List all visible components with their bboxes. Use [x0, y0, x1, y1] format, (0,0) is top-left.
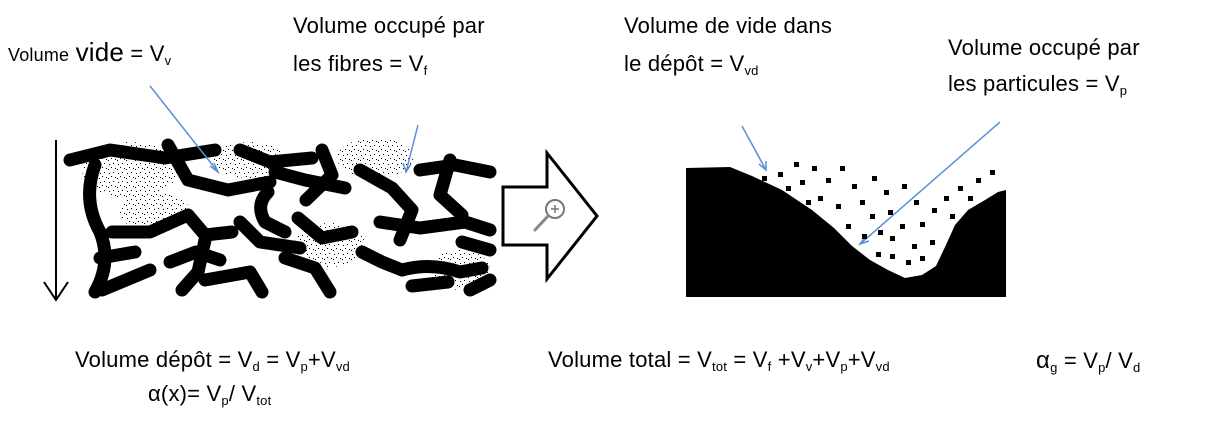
particle-dot	[870, 214, 875, 219]
particle-dot	[836, 204, 841, 209]
particle-dot	[762, 176, 767, 181]
particle-dot	[812, 166, 817, 171]
particle-dot	[890, 254, 895, 259]
particle-dot	[872, 176, 877, 181]
particle-dot	[990, 170, 995, 175]
particle-dot	[846, 224, 851, 229]
particle-volume-label: Volume occupé par les particules = Vp	[948, 36, 1140, 98]
particle-dot	[932, 208, 937, 213]
void-volume-label: Volume vide = Vv	[8, 38, 171, 68]
particle-dot	[800, 180, 805, 185]
particle-dot	[968, 196, 973, 201]
particle-dot	[852, 184, 857, 189]
particle-dot	[826, 178, 831, 183]
particle-dot	[912, 244, 917, 249]
total-volume-formula: Volume total = Vtot = Vf +Vv+Vp+Vvd	[548, 348, 890, 374]
alpha-x-formula: α(x)= Vp/ Vtot	[148, 382, 271, 408]
particle-dot	[806, 200, 811, 205]
particle-dot	[878, 230, 883, 235]
deposit-void-volume-label: Volume de vide dans le dépôt = Vvd	[624, 14, 832, 78]
particle-dot	[860, 200, 865, 205]
particle-dot	[862, 234, 867, 239]
particle-dot	[950, 214, 955, 219]
particle-dot	[888, 210, 893, 215]
zoomed-deposit	[686, 162, 1006, 297]
fibre-volume-label: Volume occupé par les fibres = Vf	[293, 14, 485, 78]
deposit-volume-formula: Volume dépôt = Vd = Vp+Vvd	[75, 348, 350, 374]
particle-dot	[876, 252, 881, 257]
particle-dot	[976, 178, 981, 183]
particle-dot	[958, 186, 963, 191]
particle-dot	[906, 260, 911, 265]
particle-dot	[930, 240, 935, 245]
particle-dot	[778, 172, 783, 177]
particle-dot	[786, 186, 791, 191]
particle-dot	[884, 190, 889, 195]
particle-dot	[818, 196, 823, 201]
particle-dot	[794, 162, 799, 167]
particle-dot	[920, 222, 925, 227]
particle-dot	[900, 224, 905, 229]
particle-dot	[920, 256, 925, 261]
particle-dot	[914, 200, 919, 205]
particle-dot	[770, 190, 775, 195]
particle-dot	[748, 186, 753, 191]
deposit-void-pointer	[742, 126, 766, 170]
particle-dot	[890, 236, 895, 241]
particle-dot	[840, 166, 845, 171]
particle-dot	[902, 184, 907, 189]
alpha-g-formula: αg = Vp/ Vd	[1036, 348, 1140, 375]
hollow-right-arrow-icon	[503, 153, 597, 279]
depth-arrow	[44, 140, 68, 300]
particle-dot	[944, 196, 949, 201]
